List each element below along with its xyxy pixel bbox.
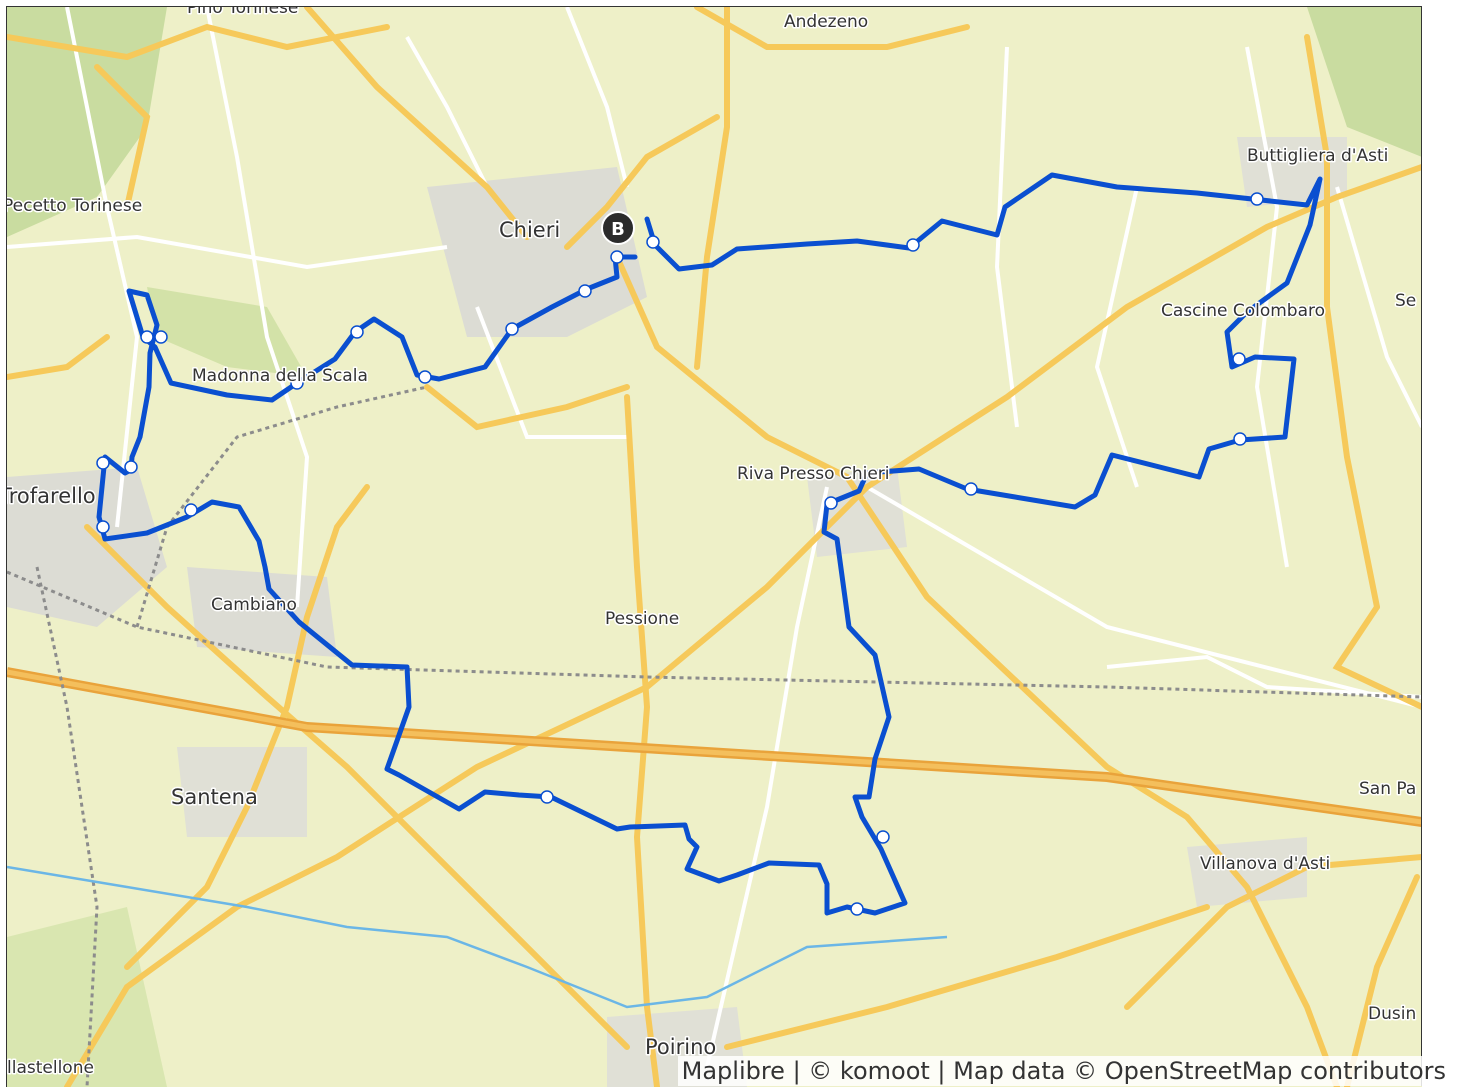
forest-area bbox=[7, 907, 167, 1087]
road bbox=[564, 114, 720, 250]
road bbox=[475, 306, 627, 439]
route-direction-arrow-icon bbox=[646, 235, 660, 249]
route-direction-arrow-icon bbox=[610, 250, 624, 264]
highway bbox=[7, 667, 1422, 827]
map-attribution[interactable]: Maplibre | © komoot | Map data © OpenStr… bbox=[677, 1056, 1450, 1086]
road bbox=[1124, 854, 1422, 1010]
road bbox=[65, 7, 140, 528]
route-direction-arrow-icon bbox=[505, 322, 519, 336]
place-label: Madonna della Scala bbox=[192, 366, 368, 386]
place-label: llastellone bbox=[7, 1058, 94, 1078]
road bbox=[624, 394, 660, 1087]
route-direction-arrow-icon bbox=[154, 330, 168, 344]
place-label: Villanova d'Asti bbox=[1200, 854, 1330, 874]
place-label: Cascine Colombaro bbox=[1161, 301, 1325, 321]
place-label: Buttigliera d'Asti bbox=[1247, 146, 1388, 166]
road bbox=[424, 384, 630, 431]
highway-fill bbox=[7, 669, 1422, 825]
route-direction-arrow-icon bbox=[824, 496, 838, 510]
road bbox=[1106, 654, 1422, 699]
road bbox=[405, 36, 489, 188]
map-svg: Pino Torinese Andezeno Buttigliera d'Ast… bbox=[7, 7, 1422, 1087]
place-label: Santena bbox=[171, 785, 258, 809]
route-direction-arrow-icon bbox=[964, 482, 978, 496]
route-direction-arrow-icon bbox=[140, 330, 154, 344]
place-labels: Pino Torinese Andezeno Buttigliera d'Ast… bbox=[7, 7, 1418, 1080]
road bbox=[94, 64, 151, 210]
road bbox=[1332, 604, 1422, 710]
place-label: Riva Presso Chieri bbox=[737, 464, 890, 484]
urban-area bbox=[427, 167, 647, 337]
map-right-border bbox=[1421, 6, 1422, 1086]
road bbox=[694, 7, 970, 50]
road bbox=[1344, 874, 1420, 1087]
road bbox=[865, 485, 1422, 709]
road bbox=[7, 23, 390, 61]
road bbox=[614, 254, 1340, 1087]
route-direction-arrow-icon bbox=[124, 460, 138, 474]
railway bbox=[35, 566, 99, 1087]
road bbox=[1335, 186, 1422, 428]
road bbox=[724, 904, 1210, 1050]
route-direction-arrow-icon bbox=[876, 830, 890, 844]
route-direction-arrow-icon bbox=[96, 520, 110, 534]
urban-area bbox=[7, 467, 167, 627]
place-label: Pessione bbox=[605, 609, 679, 629]
route-direction-arrow-icon bbox=[1232, 352, 1246, 366]
road bbox=[864, 164, 1422, 490]
marker-label: B bbox=[611, 219, 625, 240]
route-direction-arrow-icon bbox=[1250, 192, 1264, 206]
road bbox=[124, 484, 370, 970]
urban-area bbox=[177, 747, 307, 837]
road bbox=[84, 524, 630, 1050]
forest-area bbox=[1307, 7, 1422, 157]
forest-area bbox=[147, 287, 307, 377]
road bbox=[1304, 34, 1380, 610]
route-direction-arrow-icon bbox=[350, 325, 364, 339]
place-label: Cambiano bbox=[211, 595, 297, 615]
route-end-marker[interactable]: B bbox=[601, 211, 635, 245]
route-direction-arrow-icon bbox=[578, 284, 592, 298]
road bbox=[304, 7, 530, 240]
marker-circle bbox=[601, 211, 635, 245]
railways bbox=[7, 385, 1422, 1087]
place-label: Andezeno bbox=[784, 12, 868, 32]
road bbox=[565, 7, 629, 188]
road bbox=[7, 234, 448, 270]
route-direction-arrow-icon bbox=[1233, 432, 1247, 446]
main-roads bbox=[7, 7, 1422, 1087]
route-direction-arrow-icon bbox=[850, 902, 864, 916]
place-label: Pecetto Torinese bbox=[7, 196, 142, 216]
road bbox=[205, 7, 310, 608]
route-direction-arrow-icon bbox=[418, 370, 432, 384]
road bbox=[7, 334, 110, 380]
place-label: Pino Torinese bbox=[187, 7, 298, 18]
minor-roads bbox=[7, 7, 1422, 1068]
place-label: Chieri bbox=[499, 218, 560, 242]
route-direction-arrow-icon bbox=[96, 456, 110, 470]
place-label: Dusin bbox=[1368, 1004, 1416, 1024]
route-direction-arrow-icon bbox=[540, 790, 554, 804]
forest-area bbox=[7, 7, 167, 237]
map-canvas[interactable]: Pino Torinese Andezeno Buttigliera d'Ast… bbox=[6, 6, 1422, 1087]
railway bbox=[7, 570, 1422, 699]
road bbox=[694, 7, 730, 370]
route-direction-arrow-icon bbox=[184, 503, 198, 517]
place-label: Se bbox=[1395, 291, 1416, 311]
road bbox=[64, 484, 870, 1087]
route-direction-arrow-icon bbox=[906, 238, 920, 252]
place-label: San Pa bbox=[1359, 779, 1416, 799]
route-direction-arrow-icon bbox=[290, 376, 304, 390]
road bbox=[1094, 186, 1139, 488]
place-label: Trofarello bbox=[7, 484, 96, 508]
road bbox=[705, 486, 829, 1068]
route-arrows bbox=[96, 192, 1264, 916]
railway bbox=[135, 385, 428, 628]
road bbox=[994, 46, 1019, 428]
river bbox=[7, 865, 948, 1009]
